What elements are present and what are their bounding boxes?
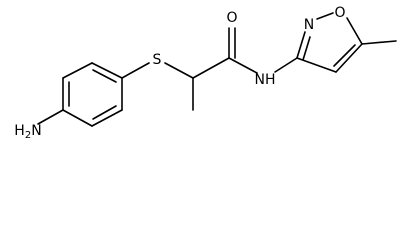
ring-c3-n-bond bbox=[296, 31, 306, 59]
benzene-ring bbox=[62, 62, 123, 127]
isoxazole-ring: N O bbox=[296, 5, 363, 73]
benzene-double-2 bbox=[92, 105, 117, 120]
benzene-double-1 bbox=[92, 69, 117, 83]
sulfur-label: S bbox=[153, 52, 162, 68]
ring-c5-c4-bond bbox=[335, 43, 363, 73]
ch-carbonyl-bond bbox=[192, 57, 230, 79]
benzene-bond-4 bbox=[62, 109, 93, 127]
nh-ring-bond bbox=[274, 57, 298, 73]
ring-c4-c3-bond bbox=[296, 57, 337, 73]
ring-n-o-bond bbox=[316, 12, 334, 20]
ring-c5-c4-double bbox=[333, 44, 356, 67]
aryl-sulfur-bond bbox=[121, 62, 150, 79]
ring-c3-n-double bbox=[302, 36, 311, 61]
carbonyl-nh-bond bbox=[228, 57, 258, 74]
ring-oxygen-label: O bbox=[334, 5, 345, 21]
carbonyl-oxygen-label: O bbox=[226, 10, 237, 26]
benzene-bond-6 bbox=[62, 62, 93, 79]
amine-bond bbox=[37, 109, 64, 125]
ring-o-c5-bond bbox=[346, 17, 363, 45]
ring-nitrogen-label: N bbox=[304, 17, 314, 33]
molecule-structure: H2N S O NH N O bbox=[14, 5, 397, 141]
ring-methyl-bond bbox=[361, 40, 397, 45]
benzene-bond-3 bbox=[91, 109, 123, 127]
sulfur-ch-bond bbox=[164, 62, 194, 79]
amide-nh-label: NH bbox=[255, 72, 276, 88]
structure-canvas: H2N S O NH N O bbox=[14, 5, 397, 141]
benzene-bond-1 bbox=[91, 62, 123, 79]
amine-label: H2N bbox=[14, 123, 41, 141]
